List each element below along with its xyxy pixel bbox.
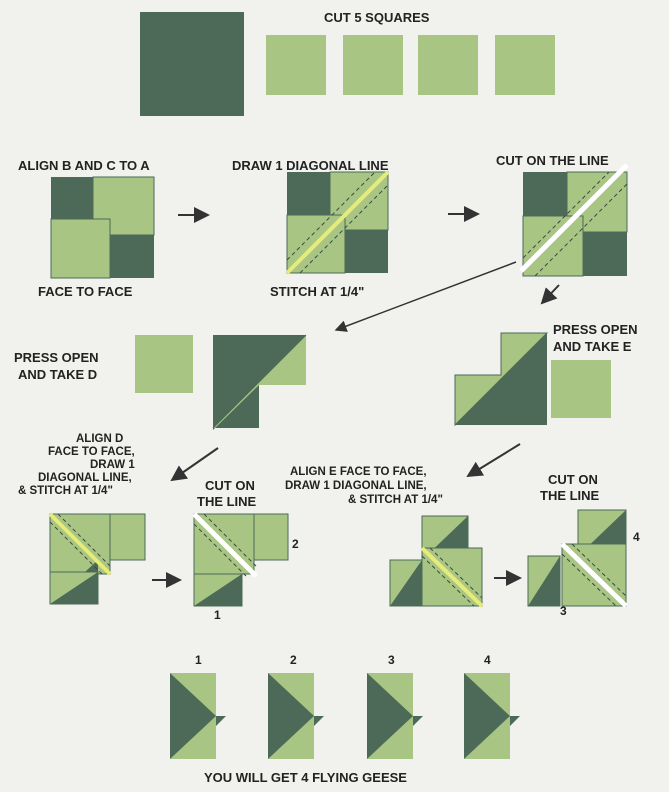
take-d-square xyxy=(135,335,193,393)
take-e-square xyxy=(551,360,611,418)
cut-e-block xyxy=(528,510,626,606)
square-e xyxy=(495,35,555,95)
draw-line-block xyxy=(287,172,388,273)
cut-line-block xyxy=(521,165,627,276)
flying-goose-3 xyxy=(367,673,423,759)
square-b xyxy=(266,35,326,95)
align-bc-block xyxy=(51,177,154,278)
arrow-down-left-e xyxy=(468,444,520,476)
arrow-down-left-short xyxy=(542,285,559,303)
align-e-block xyxy=(390,516,482,606)
flying-goose-2 xyxy=(268,673,324,759)
flying-goose-4 xyxy=(464,673,520,759)
arrow-down-left-d xyxy=(172,448,218,480)
pressed-piece-right xyxy=(455,333,547,425)
flying-goose-1 xyxy=(170,673,226,759)
pressed-piece-left xyxy=(213,335,306,430)
square-c xyxy=(343,35,403,95)
cut-d-block xyxy=(194,514,288,606)
align-d-block xyxy=(50,514,145,604)
square-a xyxy=(140,12,244,116)
square-d xyxy=(418,35,478,95)
